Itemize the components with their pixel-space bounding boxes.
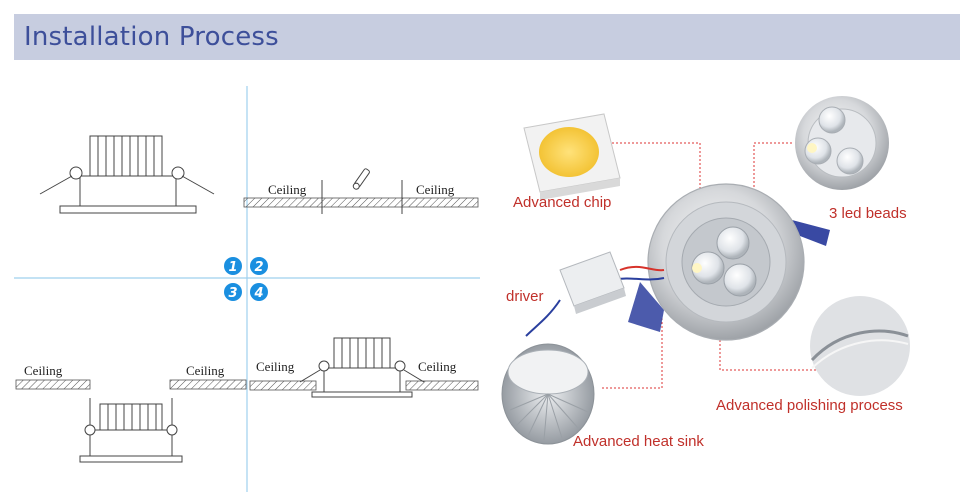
installation-diagram: Ceiling Ceiling Ceiling Ceiling xyxy=(14,86,480,492)
driver-image xyxy=(525,251,665,337)
step-3-illustration: Ceiling Ceiling xyxy=(15,363,247,463)
step-badge-3: 3 xyxy=(224,283,242,301)
section-title: Installation Process xyxy=(24,22,279,52)
ceiling-label: Ceiling xyxy=(186,363,225,378)
led-beads-label: 3 led beads xyxy=(829,205,907,222)
step-4-illustration: Ceiling Ceiling xyxy=(249,337,479,398)
ceiling-label: Ceiling xyxy=(418,359,457,374)
section-header: Installation Process xyxy=(14,14,960,60)
step-badge-1: 1 xyxy=(224,257,242,275)
chip-label: Advanced chip xyxy=(513,194,611,211)
product-features: Advanced chip 3 led beads xyxy=(501,96,910,450)
ceiling-label: Ceiling xyxy=(416,182,455,197)
ceiling-label: Ceiling xyxy=(24,363,63,378)
led-chip-image xyxy=(523,113,621,200)
step-number: 4 xyxy=(253,286,263,301)
ceiling-label: Ceiling xyxy=(268,182,307,197)
polishing-image xyxy=(810,296,910,396)
step-number: 1 xyxy=(228,260,237,275)
step-1-illustration xyxy=(39,135,215,214)
led-beads-image xyxy=(795,96,889,190)
step-badge-4: 4 xyxy=(250,283,268,301)
driver-label: driver xyxy=(506,288,544,305)
ceiling-label: Ceiling xyxy=(256,359,295,374)
step-number: 2 xyxy=(254,260,263,275)
step-number: 3 xyxy=(228,286,237,301)
polishing-label: Advanced polishing process xyxy=(716,397,903,414)
downlight-image xyxy=(628,183,830,341)
step-badge-2: 2 xyxy=(250,257,268,275)
step-2-illustration: Ceiling Ceiling xyxy=(243,168,479,214)
heat-sink-image xyxy=(501,343,595,445)
heat-sink-label: Advanced heat sink xyxy=(573,433,704,450)
